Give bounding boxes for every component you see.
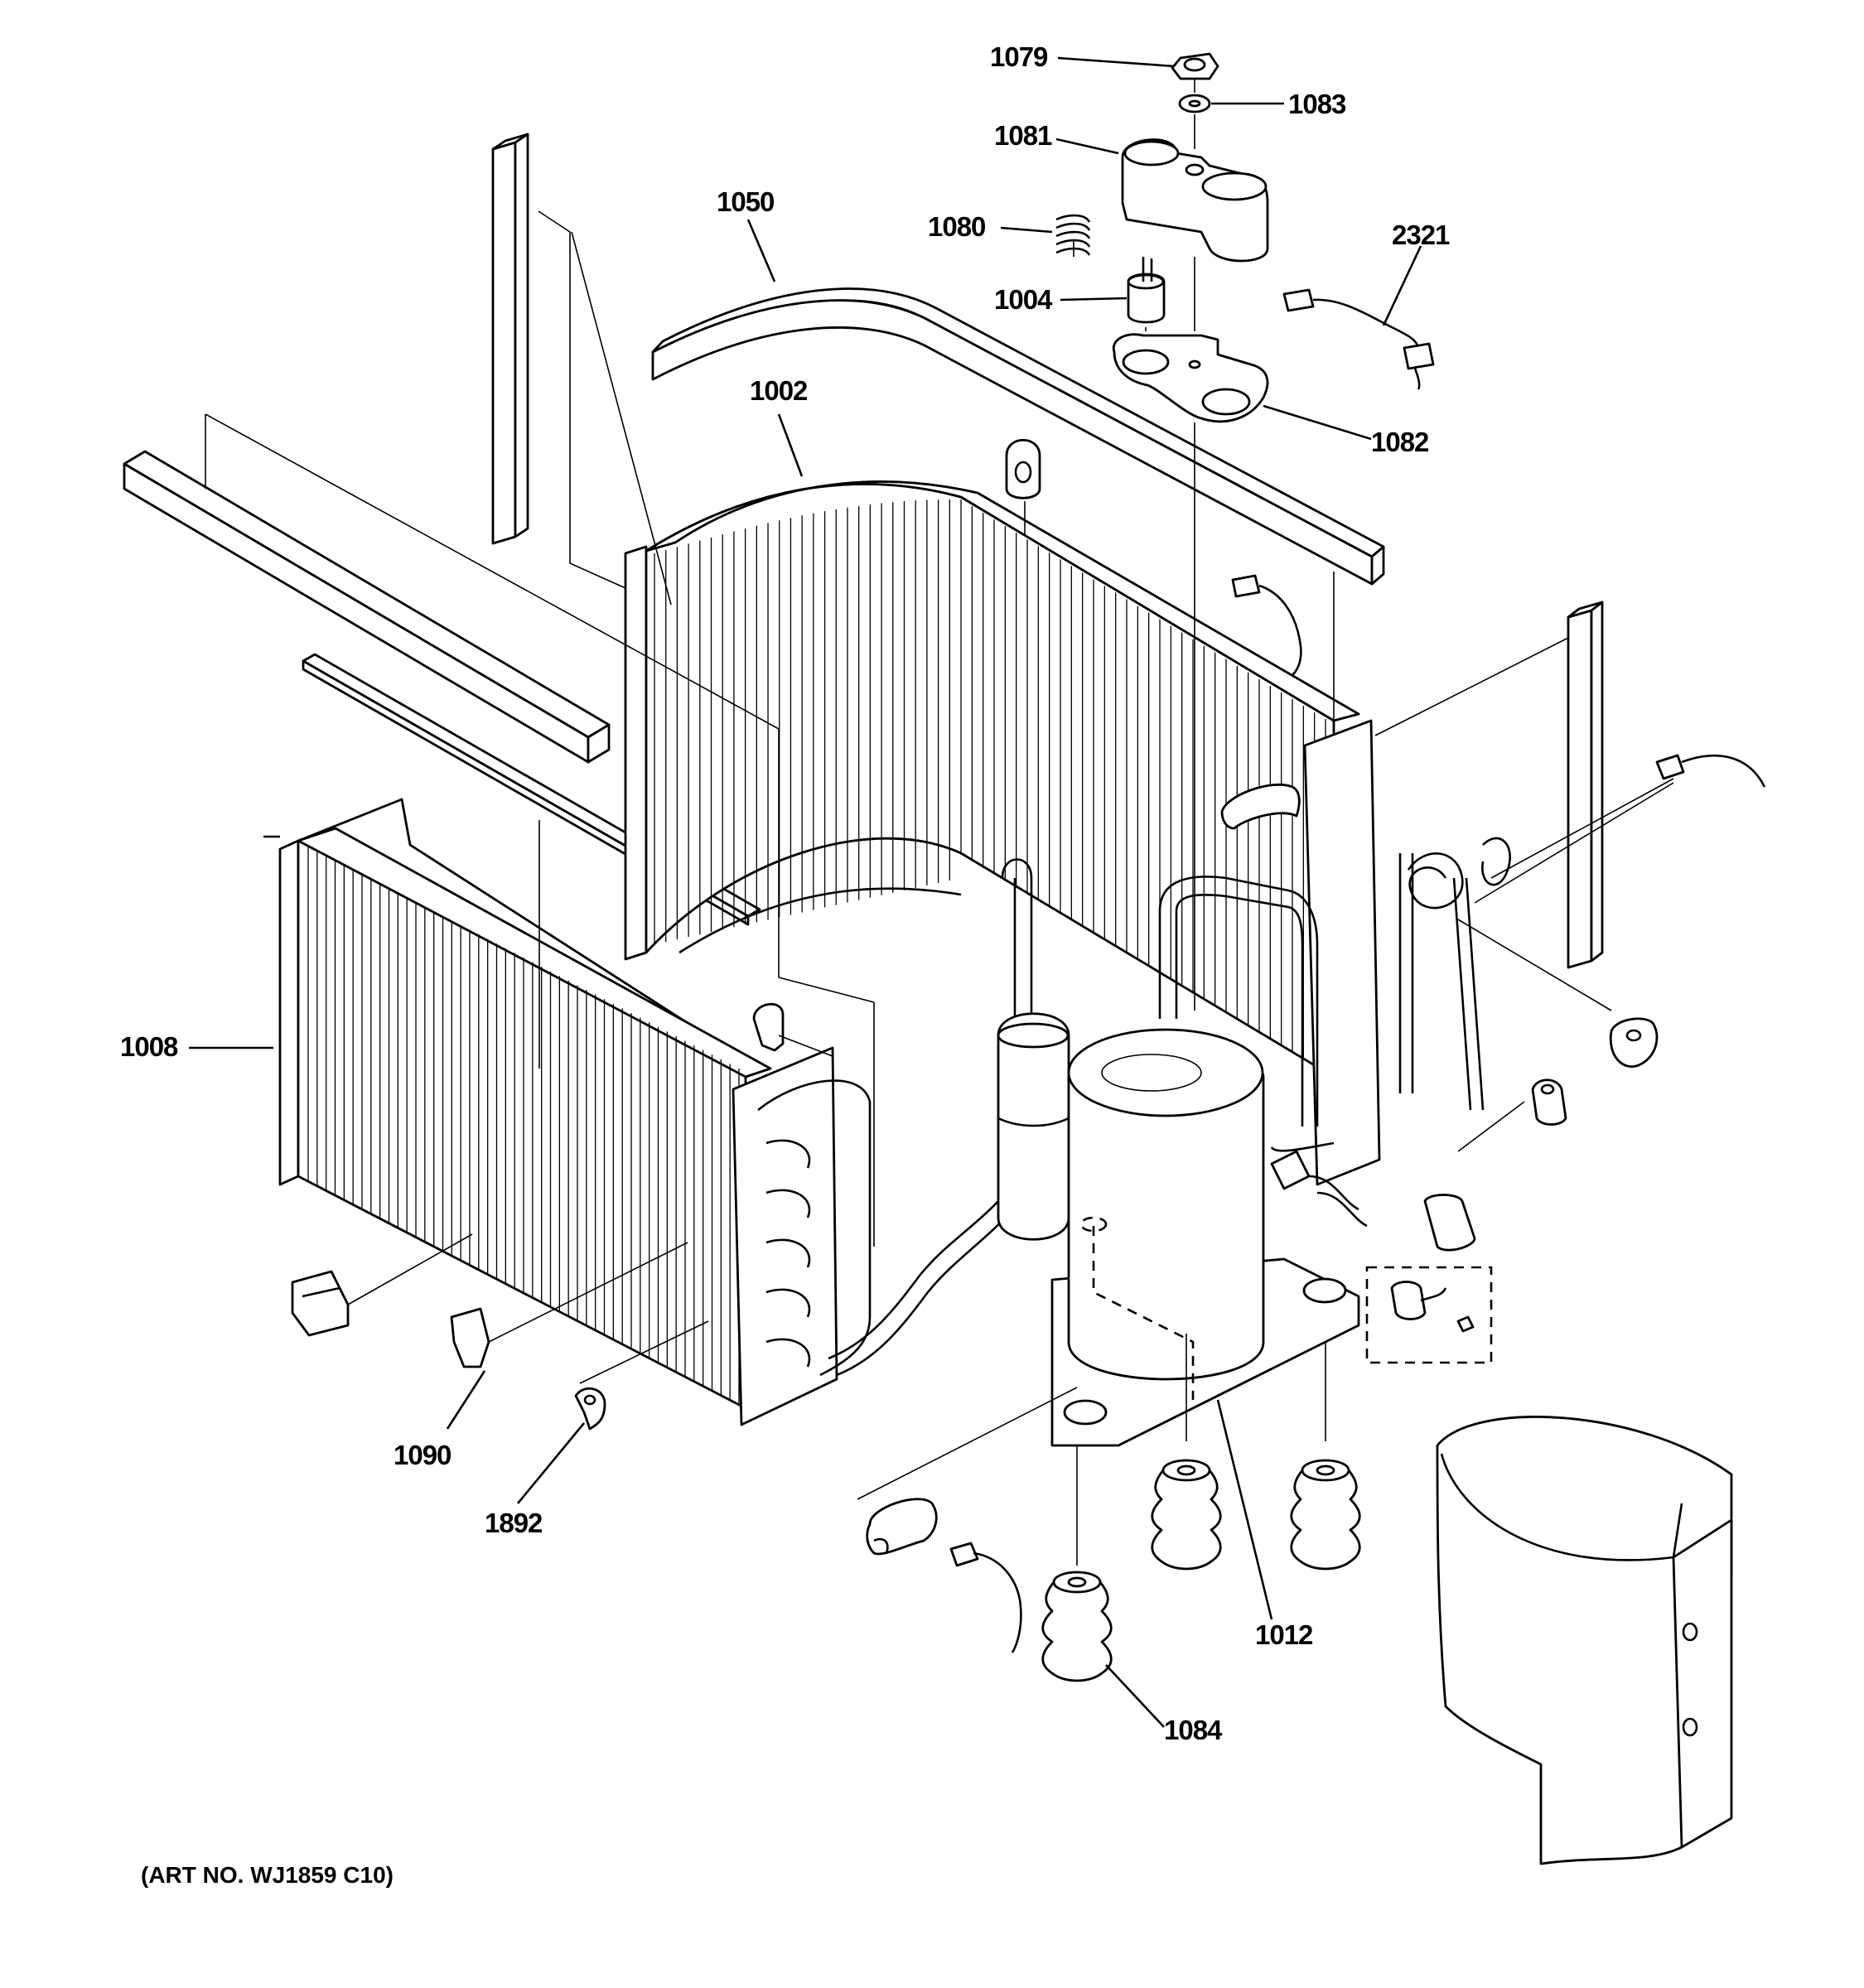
tube-insulation-top — [1220, 783, 1301, 830]
wire-plug-right — [1655, 754, 1766, 788]
callout-1082: 1082 — [1371, 427, 1429, 457]
callout-1084: 1084 — [1164, 1715, 1223, 1745]
foam-strip-left-vertical — [491, 133, 529, 545]
nut-1079 — [1171, 52, 1219, 80]
leader-lines — [189, 56, 1569, 1728]
callout-1002: 1002 — [750, 375, 808, 406]
coil-1008-end-plate — [732, 1046, 838, 1426]
gasket-1082 — [1112, 333, 1269, 423]
washer-1083 — [1178, 94, 1211, 113]
insulation-sleeve-right — [1423, 1194, 1476, 1252]
tube-insulation-lower — [866, 1498, 938, 1556]
callout-labels: 1079 1083 1081 1050 1080 2321 1004 1082 … — [120, 41, 1451, 1745]
grommet-right — [1609, 1017, 1659, 1068]
accumulator — [997, 1012, 1070, 1241]
callout-1012: 1012 — [1255, 1619, 1313, 1650]
callout-1004: 1004 — [994, 284, 1053, 315]
coil-1002 — [624, 480, 1381, 1186]
callout-1892: 1892 — [485, 1508, 543, 1538]
foam-bar-upper-left — [123, 450, 611, 764]
solenoid-part — [1390, 1281, 1475, 1333]
callout-1081: 1081 — [994, 120, 1052, 151]
connector-small — [1231, 574, 1302, 676]
callout-1090: 1090 — [394, 1440, 451, 1470]
isolator — [1041, 1571, 1113, 1682]
callout-1080: 1080 — [928, 211, 985, 242]
sensor-clip — [1005, 438, 1041, 499]
callout-1008: 1008 — [120, 1031, 178, 1062]
callout-1050: 1050 — [717, 186, 774, 217]
compressor-1012 — [1050, 1028, 1360, 1447]
terminal-cover-1081 — [1121, 138, 1269, 263]
callout-1079: 1079 — [990, 41, 1048, 72]
refrigerant-piping — [828, 858, 1368, 1377]
clamp-1892 — [574, 1387, 606, 1431]
dashed-group-box — [1365, 1266, 1493, 1364]
bracket-clip-upper — [752, 1002, 785, 1052]
overload-1004 — [1127, 257, 1166, 324]
coil-end-plate — [1303, 719, 1381, 1186]
foam-strip-right-vertical — [1567, 601, 1604, 969]
wire-plug-lower — [949, 1542, 1022, 1653]
shroud — [1436, 1416, 1733, 1865]
art-number-caption: (ART NO. WJ1859 C10) — [141, 1862, 394, 1888]
capillary-coils — [1398, 837, 1511, 1111]
clip-right — [1531, 1078, 1567, 1126]
wire-harness-2321 — [1282, 288, 1435, 390]
callout-1083: 1083 — [1288, 89, 1346, 119]
coil-1008 — [263, 798, 872, 1426]
callout-2321: 2321 — [1392, 220, 1450, 250]
isolator — [1151, 1459, 1222, 1571]
bracket-small-lower-left — [291, 1270, 350, 1337]
isolator — [1290, 1459, 1361, 1571]
spring-1080 — [1055, 214, 1091, 256]
clip-1090 — [450, 1307, 490, 1368]
foam-seal-1050 — [651, 287, 1385, 586]
isolators-1084 — [1041, 1459, 1361, 1682]
